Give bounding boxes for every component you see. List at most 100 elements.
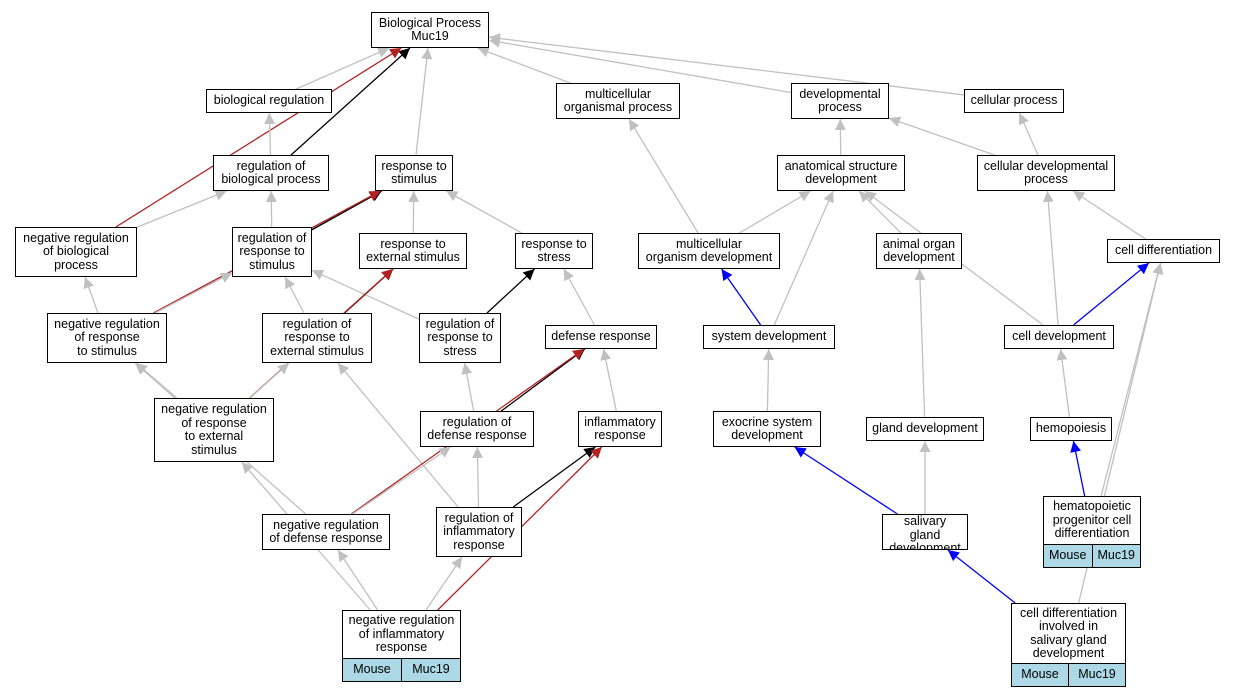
go-term-hemo[interactable]: hemopoiesis xyxy=(1030,417,1112,441)
edge-regdef-to-defresp xyxy=(500,348,586,412)
go-term-negregdef[interactable]: negative regulation of defense response xyxy=(262,514,390,550)
go-term-label: biological regulation xyxy=(213,93,325,108)
edge-anatdev-to-devproc xyxy=(834,118,846,156)
go-term-celldiffsal[interactable]: cell differentiation involved in salivar… xyxy=(1011,603,1126,687)
go-term-reginflam[interactable]: regulation of inflammatory response xyxy=(436,507,522,557)
go-term-negregbp[interactable]: negative regulation of biological proces… xyxy=(15,227,137,277)
edge-negregext-to-regrespext xyxy=(249,362,290,399)
edge-negregresp-to-negregbp xyxy=(83,276,99,314)
go-term-label: multicellular organism development xyxy=(645,236,773,264)
edge-glanddev-to-animorgan xyxy=(914,268,926,418)
go-term-label: multicellular organismal process xyxy=(563,86,673,114)
go-term-negreginflam[interactable]: negative regulation of inflammatory resp… xyxy=(342,610,461,682)
go-term-label: negative regulation of biological proces… xyxy=(23,230,129,272)
go-term-regbp[interactable]: regulation of biological process xyxy=(213,155,329,191)
edge-sysdev-to-multidev xyxy=(721,268,762,326)
go-term-regrespstim[interactable]: regulation of response to stimulus xyxy=(232,227,312,277)
go-term-bp[interactable]: Biological Process Muc19 xyxy=(371,12,489,48)
go-term-label: regulation of response to stress xyxy=(425,316,495,358)
edge-salivary-to-exocrine xyxy=(794,446,898,515)
go-term-label: regulation of biological process xyxy=(221,158,321,186)
go-term-label: animal organ development xyxy=(882,236,956,264)
gene-badge: Muc19 xyxy=(1068,664,1125,686)
go-term-regrespstress[interactable]: regulation of response to stress xyxy=(419,313,501,363)
go-term-label: developmental process xyxy=(799,86,881,114)
go-term-glanddev[interactable]: gland development xyxy=(866,417,984,441)
go-term-label: gland development xyxy=(872,421,978,436)
go-term-label: cell differentiation xyxy=(1114,243,1213,258)
go-term-label: response to external stimulus xyxy=(366,236,460,264)
edge-defresp-to-respstress xyxy=(563,268,596,326)
edge-negregbp-to-regbp xyxy=(136,190,227,228)
go-term-label: negative regulation of response to stimu… xyxy=(54,316,160,358)
go-term-multiproc[interactable]: multicellular organismal process xyxy=(556,83,680,119)
edge-negregbp-to-bp xyxy=(115,47,402,228)
go-term-label: negative regulation of defense response xyxy=(269,517,383,545)
edge-hemprog-to-celldiff xyxy=(1100,262,1164,497)
species-badge: Mouse xyxy=(343,659,401,681)
edge-bioreg-to-bp xyxy=(295,47,390,90)
go-term-salivary[interactable]: salivary gland development xyxy=(882,514,968,550)
edge-respstress-to-respstim xyxy=(445,190,523,234)
edge-sysdev-to-anatdev xyxy=(773,190,834,326)
go-term-label: negative regulation of inflammatory resp… xyxy=(348,613,455,655)
go-term-label: regulation of response to stimulus xyxy=(237,230,307,272)
edge-multidev-to-anatdev xyxy=(739,190,811,234)
go-term-celldevproc[interactable]: cellular developmental process xyxy=(977,155,1115,191)
edge-exocrine-to-sysdev xyxy=(763,348,774,412)
go-term-label: cell development xyxy=(1012,329,1106,344)
edge-celldevproc-to-cellproc xyxy=(1018,112,1039,156)
species-badge: Mouse xyxy=(1044,545,1092,567)
go-term-sysdev[interactable]: system development xyxy=(703,325,835,349)
go-term-label: system development xyxy=(711,329,827,344)
edge-hemprog-to-hemo xyxy=(1070,440,1086,497)
go-term-label: response to stimulus xyxy=(381,158,447,186)
edge-respext-to-respstim xyxy=(408,190,420,234)
go-term-negregresp[interactable]: negative regulation of response to stimu… xyxy=(47,313,167,363)
edge-multidev-to-multiproc xyxy=(628,118,699,234)
go-term-respstress[interactable]: response to stress xyxy=(515,233,593,269)
go-term-negregext[interactable]: negative regulation of response to exter… xyxy=(154,398,274,462)
go-term-label: hematopoietic progenitor cell differenti… xyxy=(1052,499,1132,541)
edge-regbp-to-bp xyxy=(290,47,411,156)
go-term-label: cell differentiation involved in salivar… xyxy=(1019,605,1118,660)
go-term-respstim[interactable]: response to stimulus xyxy=(375,155,453,191)
edge-celldiff-to-celldevproc xyxy=(1072,190,1146,240)
edge-regdef-to-regrespstress xyxy=(461,362,475,412)
edge-regbp-to-bioreg xyxy=(264,112,276,156)
go-term-bioreg[interactable]: biological regulation xyxy=(206,89,332,113)
go-term-celldev[interactable]: cell development xyxy=(1004,325,1114,349)
go-term-respext[interactable]: response to external stimulus xyxy=(359,233,467,269)
go-term-multidev[interactable]: multicellular organism development xyxy=(638,233,780,269)
go-term-label: salivary gland development xyxy=(889,514,961,550)
go-term-cellproc[interactable]: cellular process xyxy=(964,89,1064,113)
go-term-celldiff[interactable]: cell differentiation xyxy=(1107,239,1220,263)
edge-regrespstress-to-respstress xyxy=(486,268,535,314)
go-term-regrespext[interactable]: regulation of response to external stimu… xyxy=(262,313,372,363)
go-term-label: response to stress xyxy=(521,236,587,264)
go-term-defresp[interactable]: defense response xyxy=(545,325,657,349)
edge-respstim-to-bp xyxy=(415,47,433,156)
go-term-hemprog[interactable]: hematopoietic progenitor cell differenti… xyxy=(1043,496,1141,568)
go-term-devproc[interactable]: developmental process xyxy=(791,83,889,119)
go-term-animorgan[interactable]: animal organ development xyxy=(876,233,962,269)
go-term-label: negative regulation of response to exter… xyxy=(161,402,267,457)
go-term-label: inflammatory response xyxy=(584,414,656,442)
edge-inflam-to-defresp xyxy=(600,348,617,412)
edge-regrespstim-to-respstim xyxy=(311,190,382,231)
go-term-regdef[interactable]: regulation of defense response xyxy=(420,411,534,447)
edge-negregdef-to-regdef xyxy=(352,446,451,515)
go-term-label: hemopoiesis xyxy=(1035,421,1107,436)
species-badge: Mouse xyxy=(1012,664,1068,686)
edge-regrespext-to-regrespstim xyxy=(284,276,305,314)
edge-reginflam-to-regrespext xyxy=(337,362,459,508)
go-term-label: exocrine system development xyxy=(721,414,813,442)
go-term-exocrine[interactable]: exocrine system development xyxy=(713,411,821,447)
go-term-inflam[interactable]: inflammatory response xyxy=(578,411,662,447)
go-term-anatdev[interactable]: anatomical structure development xyxy=(777,155,905,191)
gene-badge: Muc19 xyxy=(401,659,460,681)
edge-negreginflam-to-reginflam xyxy=(425,556,463,611)
